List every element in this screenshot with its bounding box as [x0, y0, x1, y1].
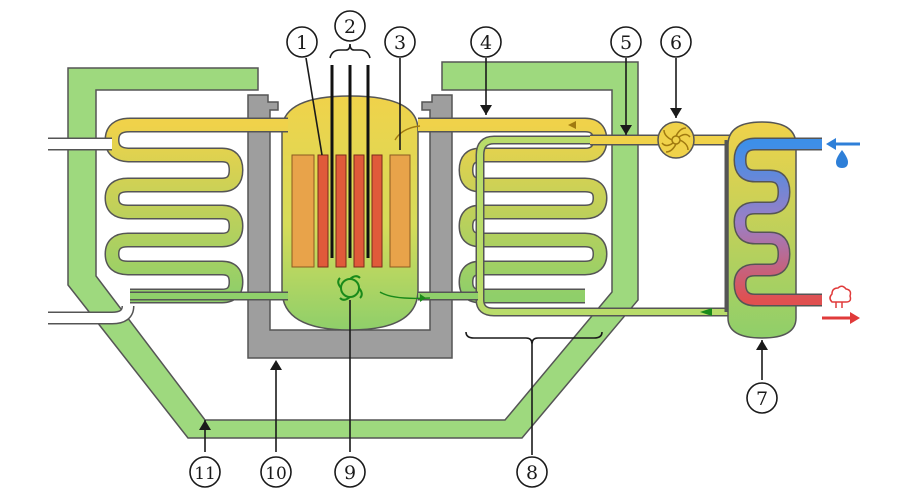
turbine-pump-icon [657, 121, 695, 159]
callout-number: 11 [194, 464, 216, 484]
feedwater-inlet [826, 138, 860, 150]
callout-number: 10 [265, 464, 287, 484]
callout-2: 2 [334, 10, 366, 42]
fuel-rod [317, 154, 329, 268]
steam-outlet [822, 312, 860, 324]
core-circulation-pump-icon [337, 275, 363, 301]
callout-3: 3 [384, 26, 416, 58]
hot-leg-pipe [590, 134, 730, 312]
right-heat-exchanger [418, 117, 730, 317]
callout-number: 1 [296, 32, 308, 54]
callout-4: 4 [470, 26, 502, 58]
callout-10: 10 [260, 456, 292, 488]
fuel-rod [353, 154, 365, 268]
callout-number: 2 [344, 16, 356, 38]
callout-number: 8 [526, 462, 538, 484]
fuel-assembly [291, 154, 315, 268]
callout-6: 6 [660, 26, 692, 58]
fuel-assembly [389, 154, 411, 268]
callout-number: 7 [756, 388, 768, 410]
fuel-rod [335, 154, 347, 268]
callout-number: 4 [480, 32, 492, 54]
callout-9: 9 [334, 456, 366, 488]
callout-1: 1 [286, 26, 318, 58]
callout-11: 11 [189, 456, 221, 488]
callout-8: 8 [516, 456, 548, 488]
callout-7: 7 [746, 382, 778, 414]
water-drop-icon [836, 150, 848, 168]
containment-structure [67, 61, 639, 439]
callout-number: 5 [620, 32, 632, 54]
steam-cloud-icon [829, 285, 852, 308]
left-heat-exchanger [48, 117, 288, 325]
flow-arrows [379, 121, 712, 316]
callout-number: 3 [394, 32, 406, 54]
callout-5: 5 [610, 26, 642, 58]
callout-number: 6 [670, 32, 682, 54]
steam-generator [727, 121, 822, 339]
reactor-core [291, 65, 411, 268]
leader-lines [199, 57, 768, 455]
callout-2-bracket [329, 43, 371, 59]
fuel-rod [371, 154, 383, 268]
callout-number: 9 [344, 462, 356, 484]
